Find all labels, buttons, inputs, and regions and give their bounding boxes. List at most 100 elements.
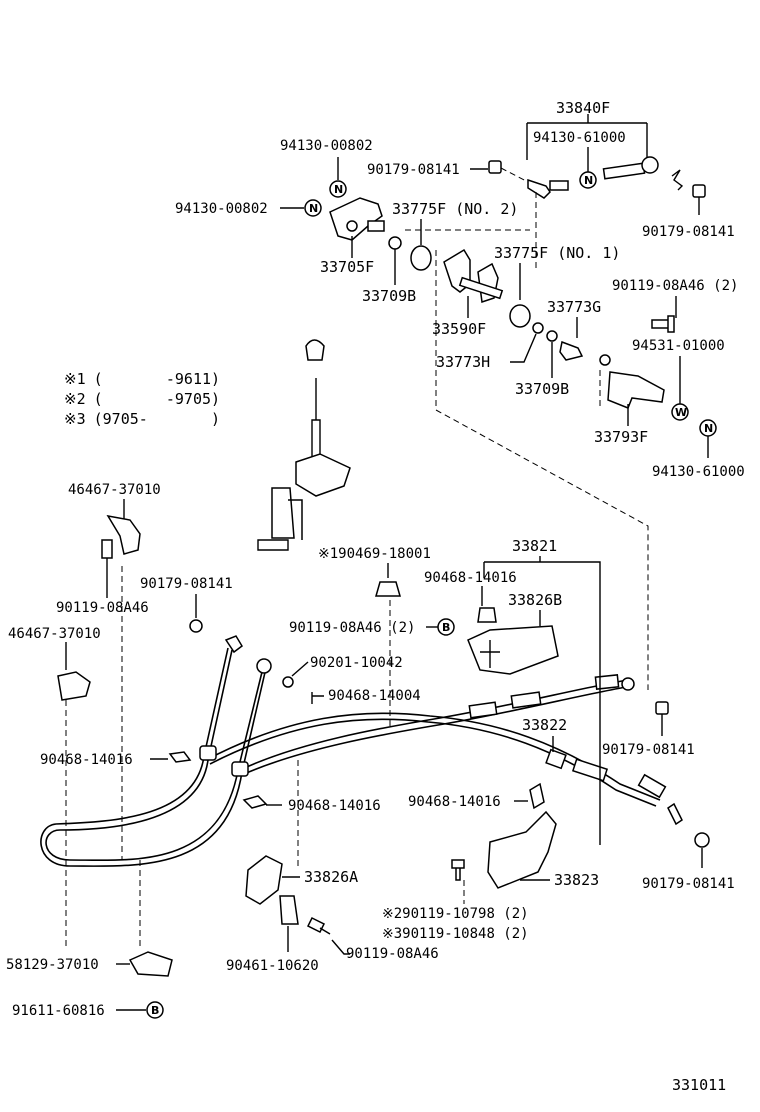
- control-bracket-group: 94130-00802 N 94130-00802 N 33705F 33775…: [175, 138, 518, 305]
- clip-right: [671, 169, 684, 191]
- cable-end-right-a: [594, 674, 620, 690]
- clip-190469: [375, 581, 401, 597]
- label-33709B-a: 33709B: [362, 287, 416, 305]
- shaft-33590F: [458, 276, 504, 300]
- shift-knob: [305, 339, 325, 361]
- cable-end-left: [224, 635, 243, 654]
- label-90179-08141-a: 90179-08141: [367, 162, 460, 178]
- cable-grommet-a: [199, 745, 217, 761]
- shift-lever-base: [271, 487, 303, 540]
- label-94130-00802-a: 94130-00802: [280, 138, 373, 154]
- marker-n-a: [329, 180, 347, 198]
- label-94531-01000: 94531-01000: [632, 338, 725, 354]
- label-33826A: 33826A: [304, 868, 358, 886]
- label-90468-14016-a: 90468-14016: [424, 570, 517, 586]
- clip-90468-14004: [311, 692, 324, 704]
- label-58129-37010: 58129-37010: [6, 957, 99, 973]
- ball-joint-left-stud: [549, 180, 569, 191]
- label-33821: 33821: [512, 537, 557, 555]
- leader-90119-b: [331, 939, 350, 955]
- bracket-33826B: [467, 625, 559, 675]
- clamp-46467-a: [106, 514, 141, 555]
- label-90119-08A46-b: 90119-08A46: [346, 946, 439, 962]
- cable-grommet-b: [231, 761, 249, 777]
- shift-lever-housing: [295, 453, 351, 497]
- label-33709B-b: 33709B: [515, 380, 569, 398]
- bracket-33705F-hole: [346, 220, 358, 232]
- cable-end-mid: [256, 658, 272, 674]
- label-33793F: 33793F: [594, 428, 648, 446]
- note-3: ※3(9705- ): [64, 410, 220, 428]
- cable-adjuster-a: [468, 701, 498, 719]
- label-90468-14016-b: 90468-14016: [40, 752, 133, 768]
- label-46467-37010-b: 46467-37010: [8, 626, 101, 642]
- cable-grommet-c: [545, 748, 567, 770]
- bolt-90119-a: [651, 315, 675, 333]
- nut-90179-c: [189, 619, 203, 633]
- marker-n-c-text: N: [704, 422, 713, 435]
- cable-shift-b: [243, 685, 633, 775]
- label-33822: 33822: [522, 716, 567, 734]
- marker-n-a-text: N: [334, 183, 343, 196]
- clip-90468-14016-b: [168, 751, 192, 763]
- cable-outer-left: [40, 647, 267, 867]
- bushing-33775F-no1: [509, 304, 531, 328]
- cable-select-b: [209, 718, 657, 807]
- bracket-58129: [128, 951, 173, 977]
- marker-w-text: W: [675, 406, 687, 419]
- shift-lever-foot: [257, 539, 289, 551]
- clip-33793F: [599, 354, 611, 366]
- label-33590F: 33590F: [432, 320, 486, 338]
- label-94130-00802-b: 94130-00802: [175, 201, 268, 217]
- label-90468-14004: 90468-14004: [328, 688, 421, 704]
- center-parts-group: ※190469-18001 90119-08A46 (2) B 90201-10…: [282, 537, 695, 870]
- label-33773G: 33773G: [547, 298, 601, 316]
- nut-90179-a: [488, 160, 502, 174]
- bolt-290119: [451, 859, 465, 881]
- marker-n-top: [579, 171, 597, 189]
- left-parts-group: 46467-37010 90119-08A46 90179-08141 4646…: [8, 482, 233, 950]
- marker-b-b: [146, 1001, 164, 1019]
- washer-33709B-b: [546, 330, 558, 342]
- label-33775F-no2: 33775F (NO. 2): [392, 200, 518, 218]
- label-91611-60816: 91611-60816: [12, 1003, 105, 1019]
- label-33705F: 33705F: [320, 258, 374, 276]
- label-190469-18001: ※190469-18001: [318, 546, 431, 562]
- clip-right-lower: [667, 802, 683, 826]
- marker-n-top-text: N: [584, 174, 593, 187]
- nut-90179-b: [692, 184, 706, 198]
- cable-adjuster-c: [571, 758, 609, 782]
- ball-joint-right: [641, 156, 659, 174]
- clip-90468-14016-c: [242, 795, 268, 809]
- label-33840F: 33840F: [556, 99, 610, 117]
- cable-end-right-b: [637, 773, 667, 799]
- label-33773H: 33773H: [436, 353, 490, 371]
- control-cables: [40, 635, 667, 867]
- label-290119-10798: ※290119-10798 (2): [382, 906, 529, 922]
- label-46467-37010-a: 46467-37010: [68, 482, 161, 498]
- note-2: ※2( -9705): [64, 390, 220, 408]
- cable-inner-left: [45, 649, 263, 862]
- clip-90468-14016-d: [529, 782, 545, 810]
- leader-33773H: [510, 333, 537, 363]
- dash-guides-long: [435, 250, 649, 690]
- bolt-90119-08A46-a: [101, 539, 113, 559]
- cable-eye-right-a: [621, 677, 635, 691]
- bolt-90119-08A46-b: [306, 916, 331, 935]
- cable-select: [205, 712, 661, 801]
- washer-33709B-a: [388, 236, 402, 250]
- clip-90461-10620: [279, 895, 299, 925]
- label-390119-10848: ※390119-10848 (2): [382, 926, 529, 942]
- clip-90468-14016-a: [477, 607, 497, 623]
- bushing-33775F-no2: [410, 245, 432, 271]
- bracket-33826A: [245, 855, 283, 905]
- bracket-33705F: [329, 197, 383, 241]
- label-90119-08A46-2b: 90119-08A46 (2): [289, 620, 415, 636]
- cable-adjuster-b: [510, 691, 542, 709]
- washer-33773H: [532, 322, 544, 334]
- bracket-33840F: [526, 114, 648, 160]
- label-90179-08141-c: 90179-08141: [140, 576, 233, 592]
- label-33826B: 33826B: [508, 591, 562, 609]
- marker-b-a-text: B: [442, 621, 450, 634]
